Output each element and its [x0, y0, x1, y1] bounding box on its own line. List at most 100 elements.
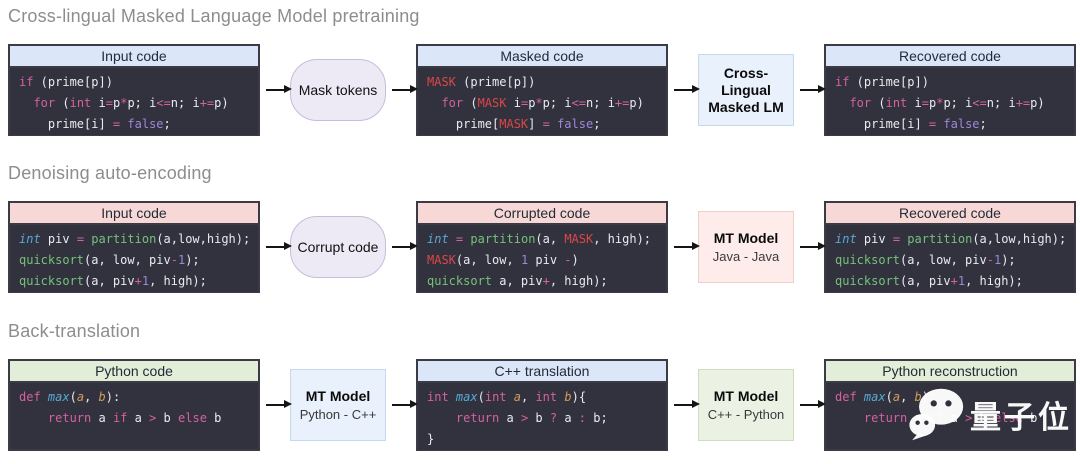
code-token: ] — [528, 117, 543, 131]
flow-arrow-icon — [799, 399, 826, 409]
code-token: , — [521, 390, 536, 404]
code-token: : — [578, 411, 587, 425]
code-token: ; — [979, 117, 987, 131]
code-box-header: Python reconstruction — [826, 361, 1074, 383]
flow-arrow-icon — [265, 241, 292, 251]
code-token: (a, piv — [84, 274, 135, 288]
code-token: int — [427, 390, 449, 404]
arrow-gap — [794, 44, 826, 136]
code-token — [550, 117, 557, 131]
code-token: p; i — [127, 96, 157, 110]
code-token: ) — [571, 253, 579, 267]
code-token: prime[i] — [19, 117, 113, 131]
code-token: max — [455, 390, 478, 404]
code-token: b — [972, 411, 995, 425]
code-token: (prime[p]) — [455, 75, 536, 89]
code-token: a — [76, 390, 85, 404]
code-body: int piv = partition(a,low,high);quicksor… — [826, 225, 1074, 292]
code-token: a — [557, 411, 579, 425]
code-line: prime[i] = false; — [19, 114, 258, 135]
code-line: return a > b ? a : b; — [427, 408, 666, 429]
code-token: ); — [185, 253, 200, 267]
code-line: quicksort(a, low, piv-1); — [835, 250, 1074, 271]
code-line: int piv = partition(a,low,high); — [19, 229, 258, 250]
code-token — [835, 96, 849, 110]
process-pill-corrupt-code: Corrupt code — [290, 216, 386, 278]
code-body: if (prime[p]) for (int i=p*p; i<=n; i+=p… — [826, 68, 1074, 135]
code-line: int max(int a, int b){ — [427, 387, 666, 408]
code-token: false — [557, 117, 594, 131]
code-token: += — [1015, 96, 1031, 110]
section-title: Back-translation — [8, 321, 141, 341]
code-body: int max(int a, int b){ return a > b ? a … — [418, 383, 666, 450]
code-token: ( — [69, 390, 77, 404]
code-token: } — [427, 432, 435, 446]
code-box-header: Recovered code — [826, 203, 1074, 225]
code-token: (prime[p]) — [849, 75, 929, 89]
code-box-header: Masked code — [418, 46, 666, 68]
code-token: = — [105, 96, 113, 110]
code-token: p; i — [943, 96, 973, 110]
code-token: def — [835, 390, 857, 404]
code-token: (prime[p]) — [33, 75, 113, 89]
code-token: int — [535, 390, 558, 404]
code-token: = — [112, 117, 121, 131]
code-token: MASK — [477, 96, 507, 110]
code-line: prime[i] = false; — [835, 114, 1074, 135]
code-token — [507, 390, 514, 404]
code-token: * — [535, 96, 543, 110]
code-token: ){ — [571, 390, 587, 404]
code-token: p — [928, 96, 937, 110]
code-token: = — [520, 96, 529, 110]
model-subtitle: Masked LM — [708, 98, 784, 115]
code-token: p — [112, 96, 121, 110]
code-token: a — [127, 411, 150, 425]
flow-arrow-icon — [673, 399, 700, 409]
code-box-header: Corrupted code — [418, 203, 666, 225]
code-token: MASK — [564, 232, 594, 246]
code-line: quicksort(a, piv+1, high); — [19, 271, 258, 292]
code-token: prime[i] — [835, 117, 929, 131]
code-token: , high); — [965, 274, 1023, 288]
code-token: else — [178, 411, 207, 425]
arrow-gap — [386, 201, 418, 293]
flow-arrow-icon — [391, 399, 418, 409]
code-token: <= — [972, 96, 987, 110]
code-token: prime[ — [427, 117, 500, 131]
code-token: b; — [586, 411, 608, 425]
code-token: (a, low, piv — [900, 253, 987, 267]
code-token: quicksort — [835, 274, 901, 288]
code-token: int — [19, 232, 41, 246]
code-token: = — [455, 232, 464, 246]
code-token: i — [907, 96, 922, 110]
flow-2: Input code int piv = partition(a,low,high… — [8, 201, 1076, 293]
code-token — [449, 232, 456, 246]
code-token: 1 — [177, 253, 186, 267]
process-pill-mask-tokens: Mask tokens — [290, 59, 386, 121]
code-box-header: Input code — [10, 203, 258, 225]
code-token: = — [921, 96, 929, 110]
code-token: ): — [105, 390, 121, 404]
code-token: += — [614, 96, 630, 110]
code-token: n; i — [986, 96, 1016, 110]
code-token — [427, 96, 441, 110]
code-line: MASK(a, low, 1 piv -) — [427, 250, 666, 271]
code-token: (a, — [535, 232, 565, 246]
model-name: MT Model — [713, 387, 779, 404]
code-token: partition — [470, 232, 536, 246]
code-token: return — [455, 411, 500, 425]
code-token: int — [427, 232, 449, 246]
flow-arrow-icon — [799, 241, 826, 251]
model-name: Cross-Lingual — [721, 64, 771, 98]
code-box-input-code: Input code int piv = partition(a,low,high… — [8, 201, 260, 293]
code-token: * — [936, 96, 944, 110]
arrow-gap — [794, 359, 826, 451]
arrow-gap — [386, 359, 418, 451]
code-token: p) — [629, 96, 644, 110]
arrow-gap — [668, 201, 700, 293]
code-body: MASK (prime[p]) for (MASK i=p*p; i<=n; i… — [418, 68, 666, 135]
